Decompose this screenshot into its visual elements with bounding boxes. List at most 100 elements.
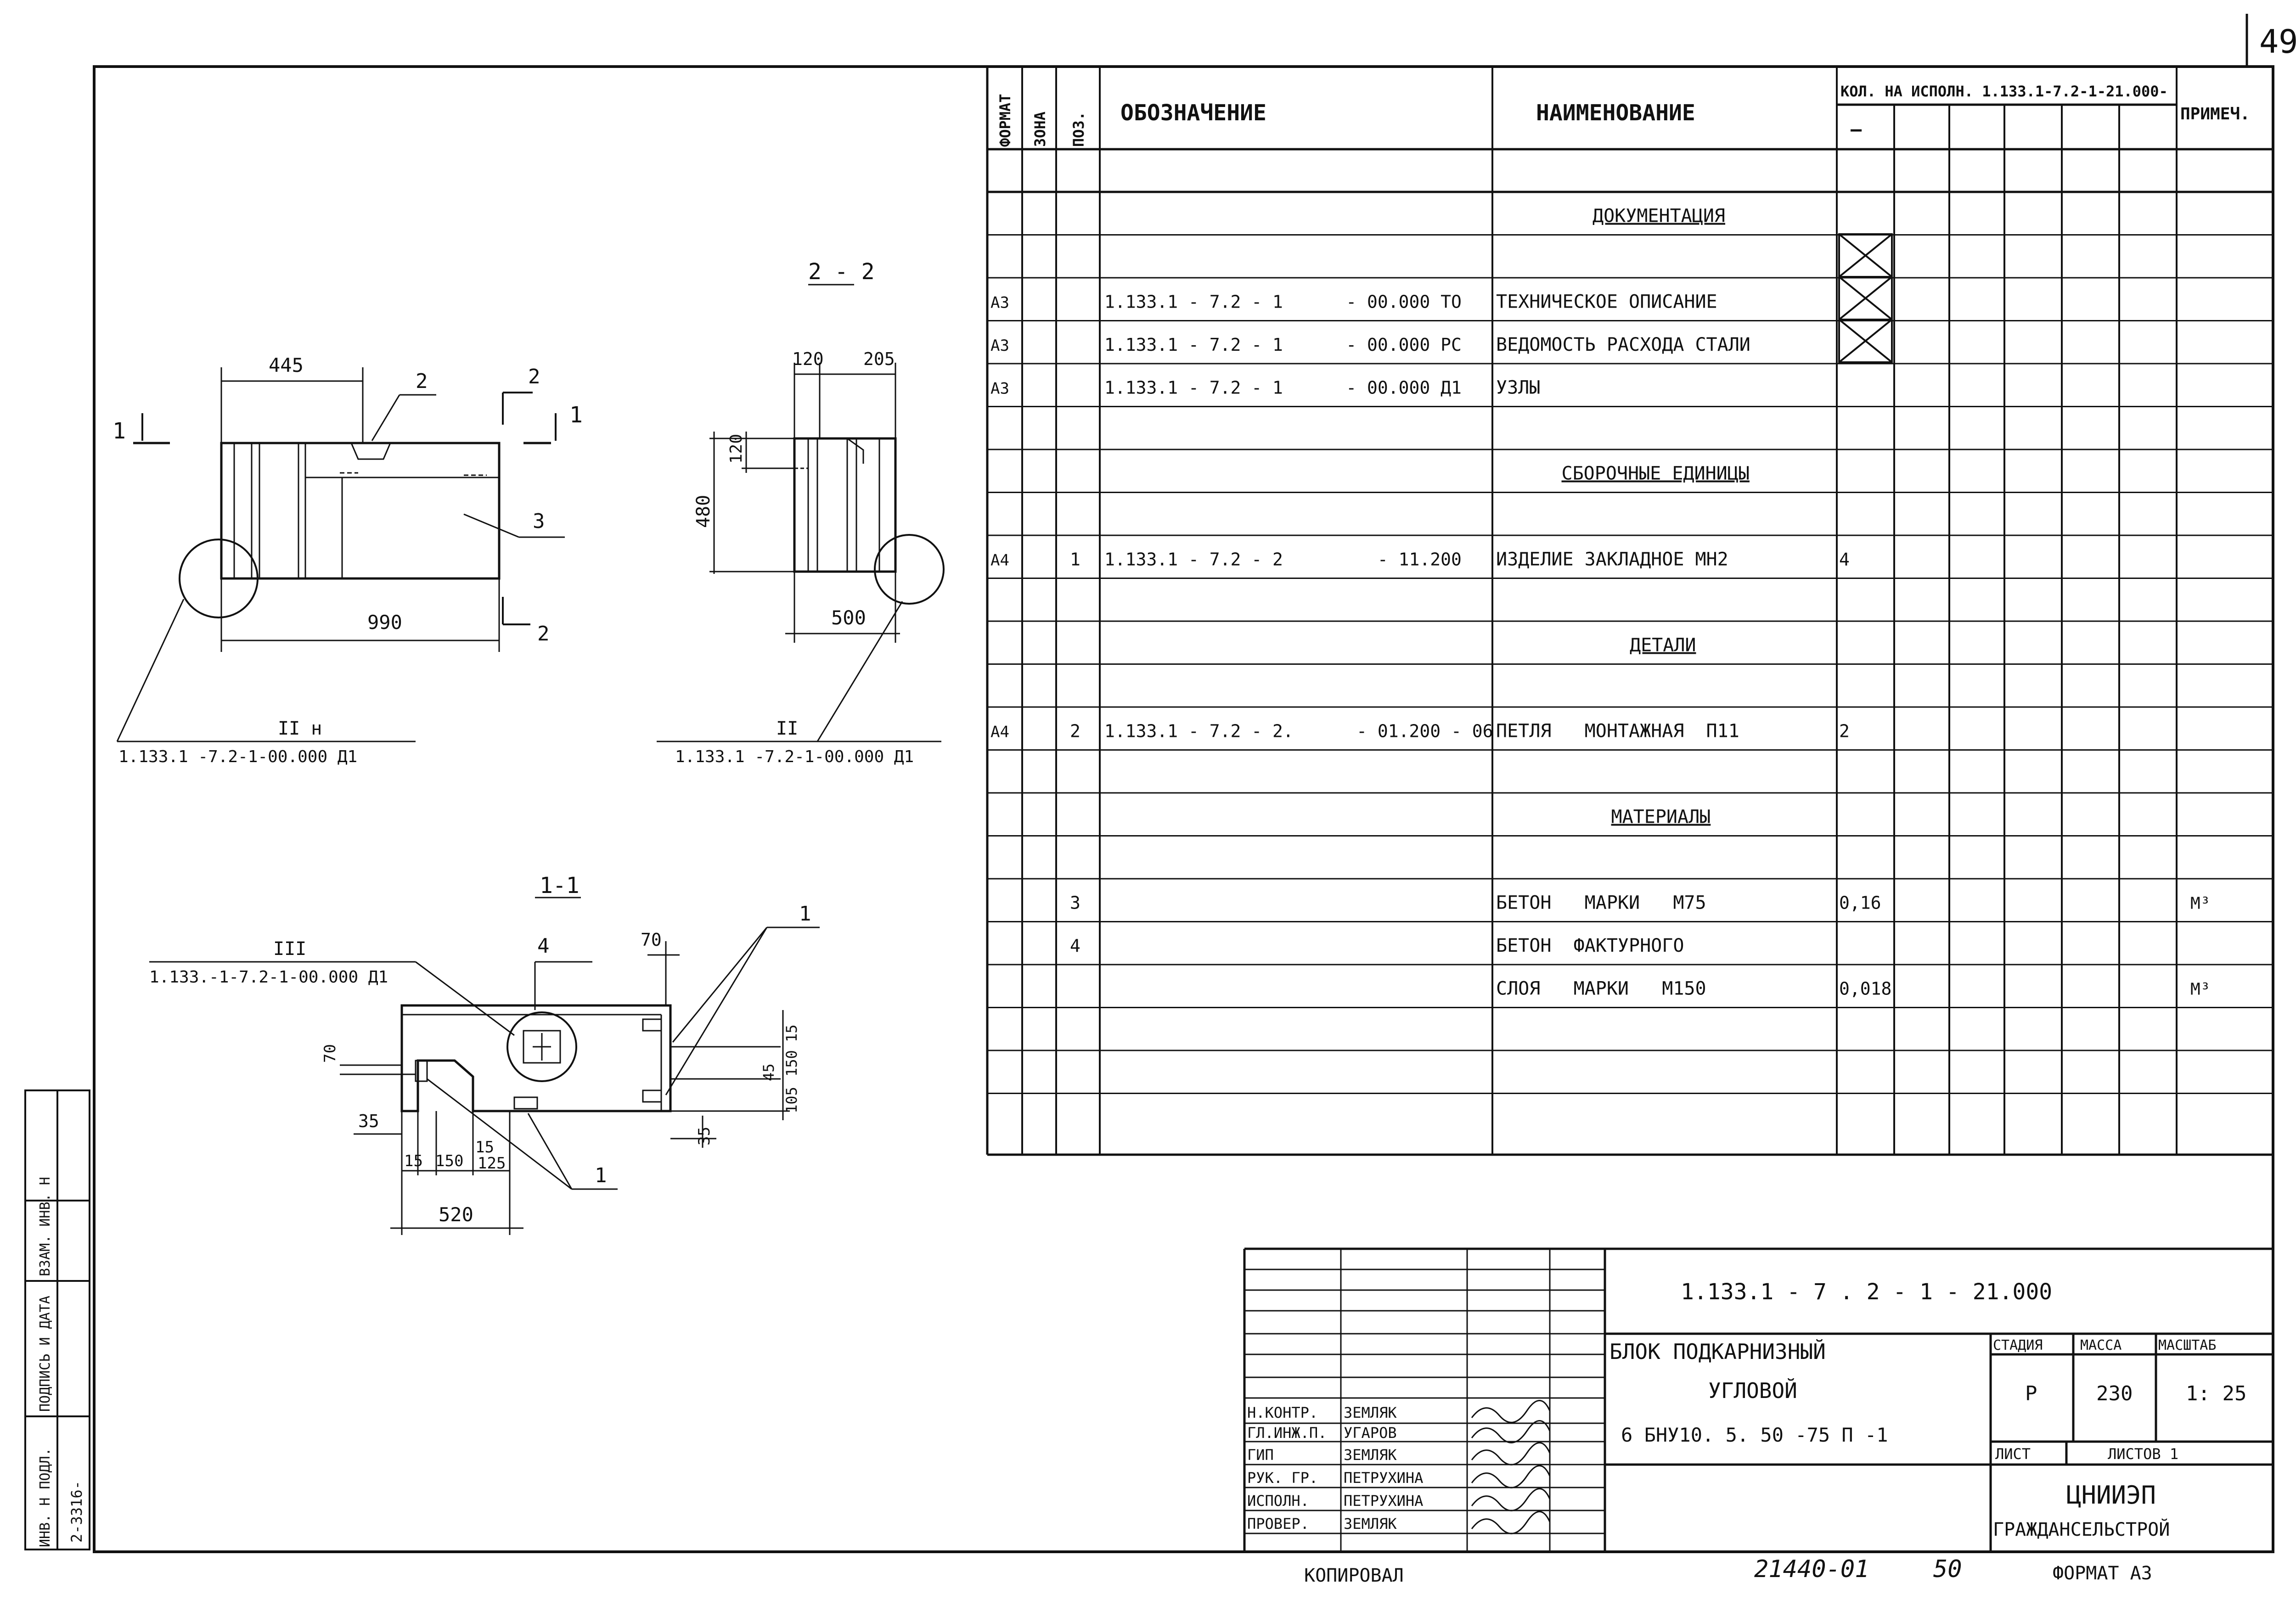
side-inv-value: 2-3316- xyxy=(68,1481,85,1543)
archive-number: 21440-01 xyxy=(1754,1555,1869,1583)
front-view xyxy=(116,367,565,742)
detail-label-2n: II н xyxy=(278,718,322,739)
bottom-line: КОПИРОВАЛ 21440-01 50 ФОРМАТ А3 xyxy=(1304,1555,2152,1586)
signature xyxy=(1471,1400,1551,1423)
row-designation: 1.133.1 - 7.2 - 2. - 01.200 - 06 xyxy=(1104,721,1493,741)
signer-name: ЗЕМЛЯК xyxy=(1344,1404,1397,1421)
row-format: А3 xyxy=(990,380,1009,398)
row-name: ДОКУМЕНТАЦИЯ xyxy=(1593,206,1725,227)
dim-120-side: 120 xyxy=(727,434,746,464)
front-view-labels: 445 990 1 2 1 2 2 3 II н 1.133.1 -7.2-1-… xyxy=(113,354,583,766)
sheet-frame xyxy=(93,65,2274,1553)
row-name: БЕТОН ФАКТУРНОГО xyxy=(1496,935,1684,956)
title-line-1: БЛОК ПОДКАРНИЗНЫЙ xyxy=(1609,1339,1826,1364)
row-pos: 1 xyxy=(1070,550,1080,570)
side-sign-date: ПОДПИСЬ И ДАТА xyxy=(37,1296,53,1412)
dim-15-right: 15 xyxy=(783,1024,800,1042)
signer-role: ГИП xyxy=(1247,1446,1274,1464)
dim-150: 150 xyxy=(435,1152,463,1170)
dim-15-a: 15 xyxy=(404,1152,423,1170)
signer-name: УГАРОВ xyxy=(1344,1424,1397,1442)
header-qty-dash: — xyxy=(1851,119,1862,140)
section-mark-1-left: 1 xyxy=(113,418,126,444)
table-row: МАТЕРИАЛЫ xyxy=(1611,807,1711,828)
leader-label-1b: 1 xyxy=(595,1164,607,1187)
row-name: ТЕХНИЧЕСКОЕ ОПИСАНИЕ xyxy=(1496,292,1717,313)
row-name: ПЕТЛЯ МОНТАЖНАЯ П11 xyxy=(1496,721,1739,742)
header-name: НАИМЕНОВАНИЕ xyxy=(1536,100,1695,126)
title-block xyxy=(1243,1247,2273,1552)
dim-105: 105 xyxy=(783,1087,800,1113)
dim-70-left: 70 xyxy=(321,1044,339,1063)
row-name: ВЕДОМОСТЬ РАСХОДА СТАЛИ xyxy=(1496,334,1750,355)
row-qty: 2 xyxy=(1839,721,1850,741)
specification-table xyxy=(986,67,2273,1156)
row-format: А4 xyxy=(990,723,1009,741)
signature xyxy=(1471,1442,1551,1465)
row-designation: 1.133.1 - 7.2 - 2 - 11.200 xyxy=(1104,550,1462,570)
dim-15-b: 15 xyxy=(475,1138,494,1156)
sheets-label: ЛИСТОВ 1 xyxy=(2108,1445,2178,1463)
leader-label-1a: 1 xyxy=(799,902,811,926)
detail-ref-2-2: 1.133.1 -7.2-1-00.000 Д1 xyxy=(675,747,914,766)
detail-label-3: III xyxy=(273,938,306,960)
row-pos: 2 xyxy=(1070,721,1080,741)
header-qty: КОЛ. НА ИСПОЛН. 1.133.1-7.2-1-21.000- xyxy=(1840,83,2168,100)
row-qty: 0,16 xyxy=(1839,893,1881,913)
signature xyxy=(1471,1488,1551,1511)
organization-2: ГРАЖДАНСЕЛЬСТРОЙ xyxy=(1993,1518,2170,1540)
header-format: ФОРМАТ xyxy=(996,94,1014,147)
dim-35-right: 35 xyxy=(695,1127,714,1145)
signer-role: ИСПОЛН. xyxy=(1247,1492,1309,1510)
side-replace: ВЗАМ. ИНВ. Н xyxy=(37,1177,53,1276)
dim-205: 205 xyxy=(863,349,895,369)
row-qty: 4 xyxy=(1839,550,1850,570)
row-note: М³ xyxy=(2190,894,2210,913)
dim-990: 990 xyxy=(367,611,402,634)
document-code: 1.133.1 - 7 . 2 - 1 - 21.000 xyxy=(1681,1279,2052,1305)
mass-label: МАССА xyxy=(2080,1337,2122,1353)
row-name: ДЕТАЛИ xyxy=(1630,635,1696,656)
organization-1: ЦНИИЭП xyxy=(2066,1481,2156,1510)
scale-label: МАСШТАБ xyxy=(2158,1337,2216,1353)
title-line-3: 6 БНУ10. 5. 50 -75 П -1 xyxy=(1621,1424,1888,1446)
signer-role: ПРОВЕР. xyxy=(1247,1515,1309,1533)
leader-label-4: 4 xyxy=(537,934,550,958)
table-row: А4 1 1.133.1 - 7.2 - 2 - 11.200 ИЗДЕЛИЕ ЗАК… xyxy=(990,549,1850,570)
section-mark-1-right: 1 xyxy=(569,402,583,428)
table-row: СБОРОЧНЫЕ ЕДИНИЦЫ xyxy=(1562,463,1750,484)
table-row: А3 1.133.1 - 7.2 - 1 - 00.000 РС ВЕДОМОСТЬ… xyxy=(990,334,1750,355)
section-2-2 xyxy=(657,284,945,742)
row-name: ИЗДЕЛИЕ ЗАКЛАДНОЕ МН2 xyxy=(1496,549,1728,570)
row-pos: 3 xyxy=(1070,893,1080,913)
signer-name: ЗЕМЛЯК xyxy=(1344,1515,1397,1533)
signer-name: ПЕТРУХИНА xyxy=(1344,1492,1423,1510)
dim-35-left: 35 xyxy=(358,1111,379,1131)
row-designation: 1.133.1 - 7.2 - 1 - 00.000 РС xyxy=(1104,335,1462,355)
row-name: УЗЛЫ xyxy=(1496,377,1540,399)
section-2-2-labels: 2 - 2 120 205 120 480 500 II 1.133.1 -7.… xyxy=(675,259,914,766)
row-format: А4 xyxy=(990,551,1009,570)
row-format: А3 xyxy=(990,294,1009,312)
section-1-1 xyxy=(149,897,820,1235)
header-zone: ЗОНА xyxy=(1031,112,1049,147)
archive-sheet: 50 xyxy=(1933,1555,1962,1583)
signer-role: ГЛ.ИНЖ.П. xyxy=(1247,1424,1327,1442)
leader-label-3: 3 xyxy=(533,510,545,533)
side-stamp-text: ИНВ. Н ПОДЛ. ПОДПИСЬ И ДАТА ВЗАМ. ИНВ. Н… xyxy=(37,1177,85,1547)
section-1-1-labels: 1-1 III 1.133.-1-7.2-1-00.000 Д1 4 1 1 7… xyxy=(149,873,811,1226)
row-name: МАТЕРИАЛЫ xyxy=(1611,807,1711,828)
side-inv-orig: ИНВ. Н ПОДЛ. xyxy=(37,1448,53,1547)
dim-125: 125 xyxy=(478,1154,506,1173)
dim-445: 445 xyxy=(269,354,304,376)
row-format: А3 xyxy=(990,337,1009,355)
dim-500: 500 xyxy=(831,606,866,629)
dim-520: 520 xyxy=(439,1203,473,1226)
